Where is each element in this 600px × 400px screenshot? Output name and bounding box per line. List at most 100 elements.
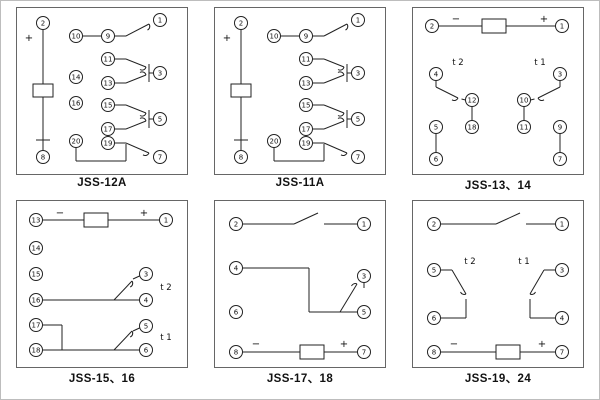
terminal: 18 (29, 343, 43, 357)
svg-text:4: 4 (144, 297, 149, 305)
terminal: 20 (267, 134, 281, 148)
terminal: 5 (427, 263, 441, 277)
plus-sign: + (223, 33, 231, 44)
svg-text:1: 1 (560, 23, 564, 31)
svg-text:18: 18 (32, 347, 41, 355)
relay-coil (495, 344, 521, 360)
terminal: 11 (101, 52, 115, 66)
svg-text:9: 9 (304, 33, 308, 41)
svg-text:15: 15 (104, 102, 113, 110)
svg-text:3: 3 (558, 71, 562, 79)
coil-branch: 2 + 8 (25, 16, 54, 164)
coil-branch: 2 − + 1 (425, 14, 569, 34)
contact-group-15-17-5: 15 17 5 (299, 98, 365, 136)
terminal: 1 (357, 217, 371, 231)
delay-hook (139, 117, 147, 122)
delayed-contact-t2: 3 4 t 2 (42, 267, 172, 307)
terminal: 10 (69, 29, 83, 43)
terminal: 10 (267, 29, 281, 43)
svg-text:2: 2 (234, 221, 238, 229)
svg-text:10: 10 (520, 97, 529, 105)
minus-sign: − (252, 339, 260, 350)
terminal: 14 (29, 241, 43, 255)
panel-jss-13-14: 2 − + 1 t 2 4 12 t 1 3 (399, 7, 597, 200)
svg-text:10: 10 (72, 33, 81, 41)
svg-text:3: 3 (362, 273, 366, 281)
terminal: 6 (429, 152, 443, 166)
terminal: 1 (555, 19, 569, 33)
t2-label: t 2 (452, 58, 463, 68)
svg-text:4: 4 (234, 265, 239, 273)
contact-group-9-1: 10 9 1 (267, 13, 365, 43)
terminal: 6 (139, 343, 153, 357)
svg-text:5: 5 (434, 124, 438, 132)
plus-sign: + (538, 339, 546, 350)
svg-text:3: 3 (158, 70, 162, 78)
terminal: 8 (234, 150, 248, 164)
svg-text:19: 19 (104, 140, 113, 148)
svg-text:14: 14 (32, 245, 41, 253)
terminal: 3 (351, 66, 365, 80)
delay-hook (337, 66, 345, 71)
svg-text:15: 15 (32, 271, 41, 279)
svg-text:10: 10 (270, 33, 279, 41)
terminal: 14 (69, 70, 83, 84)
contact-group-20-19-7: 20 19 7 (267, 134, 365, 164)
terminal: 5 (153, 112, 167, 126)
svg-text:5: 5 (432, 267, 436, 275)
relay-coil (481, 18, 507, 34)
terminal: 4 (429, 67, 443, 81)
svg-text:1: 1 (560, 221, 564, 229)
contact-group-11-13-3: 11 13 3 (299, 52, 365, 90)
delay-hook (345, 23, 349, 31)
delay-hook (337, 71, 345, 76)
svg-text:2: 2 (239, 20, 243, 28)
terminal: 7 (153, 150, 167, 164)
svg-text:20: 20 (270, 138, 279, 146)
svg-text:17: 17 (104, 126, 113, 134)
terminal: 11 (517, 120, 531, 134)
terminal: 1 (351, 13, 365, 27)
svg-text:7: 7 (356, 154, 360, 162)
delayed-contact-t2: t 2 4 12 (429, 58, 479, 107)
terminal: 1 (153, 13, 167, 27)
svg-text:11: 11 (302, 56, 311, 64)
delayed-contact-t1: t 1 3 10 (517, 58, 567, 107)
svg-text:14: 14 (72, 74, 81, 82)
terminal: 12 (465, 93, 479, 107)
svg-text:5: 5 (144, 323, 148, 331)
svg-text:1: 1 (356, 17, 360, 25)
delay-hook (537, 97, 545, 101)
delayed-contact-t1: 5 6 t 1 (42, 319, 172, 357)
panel-jss-19-24: 2 1 5 t 2 6 3 t 1 (399, 200, 597, 393)
terminal: 19 (101, 136, 115, 150)
coil-branch: 2 + 8 (223, 16, 252, 164)
svg-text:6: 6 (144, 347, 149, 355)
panel-caption: JSS-17、18 (266, 373, 334, 385)
relay-coil (230, 83, 252, 98)
delay-hook (451, 97, 459, 101)
svg-text:6: 6 (434, 156, 439, 164)
delay-hook (142, 152, 150, 156)
terminal: 8 (36, 150, 50, 164)
svg-text:11: 11 (104, 56, 113, 64)
t1-label: t 1 (518, 257, 529, 267)
svg-text:17: 17 (302, 126, 311, 134)
left-terminal-column: 14 15 16 17 18 (29, 241, 43, 357)
terminal: 11 (299, 52, 313, 66)
contact-group-11-13-3: 11 13 3 (101, 52, 167, 90)
minus-sign: − (56, 208, 64, 219)
terminal: 8 (229, 345, 243, 359)
svg-text:17: 17 (32, 322, 41, 330)
panel-jss-17-18: 2 1 4 3 5 6 8 − (201, 200, 399, 393)
terminal: 6 (229, 305, 243, 319)
terminal: 2 (427, 217, 441, 231)
plus-sign: + (140, 208, 148, 219)
svg-text:20: 20 (72, 138, 81, 146)
delay-hook (337, 117, 345, 122)
terminal: 2 (234, 16, 248, 30)
terminal: 3 (555, 263, 569, 277)
terminal: 9 (101, 29, 115, 43)
terminal: 7 (357, 345, 371, 359)
